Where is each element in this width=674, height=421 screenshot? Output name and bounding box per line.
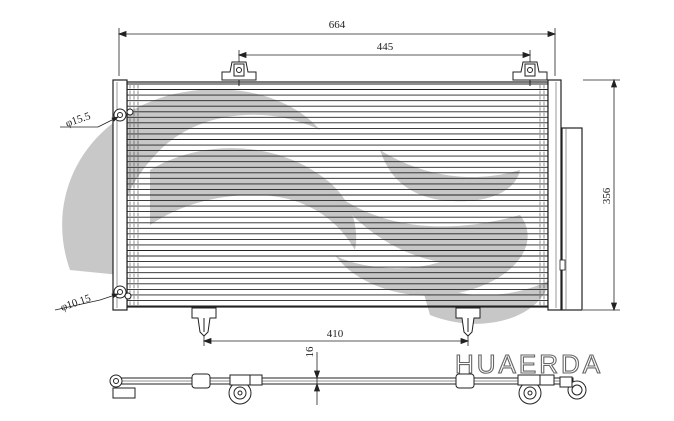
- dimension-thickness-label: 16: [304, 346, 316, 358]
- receiver-drier: [561, 127, 583, 311]
- dimension-overall-width: [117, 28, 557, 76]
- dimension-height: [583, 78, 620, 312]
- dimension-bottom-span: [202, 336, 470, 346]
- dimension-height-label: 356: [601, 187, 613, 204]
- brand-logo-text: HUAERDA: [455, 349, 603, 379]
- core-fins: [129, 85, 545, 305]
- dimension-bracket-span: [237, 50, 532, 62]
- leader-upper-pipe: [60, 116, 120, 128]
- core-tubes: [127, 83, 548, 307]
- left-header-tank: [112, 79, 128, 311]
- top-bracket-left: [221, 61, 257, 86]
- right-header-tank: [547, 79, 562, 311]
- bottom-pin-left: [191, 307, 217, 337]
- pipe-lower-diameter-label: φ10.15: [59, 292, 93, 314]
- dimension-bottom-span-label: 410: [327, 328, 344, 340]
- bottom-pin-right: [455, 307, 481, 337]
- lower-pipe-fitting: [113, 285, 132, 300]
- dimension-thickness: [313, 352, 321, 405]
- dimension-overall-width-label: 664: [329, 19, 346, 31]
- leader-lower-pipe: [54, 293, 120, 311]
- side-view: [109, 373, 587, 405]
- dimension-bracket-span-label: 445: [377, 41, 394, 53]
- top-bracket-right: [512, 61, 548, 86]
